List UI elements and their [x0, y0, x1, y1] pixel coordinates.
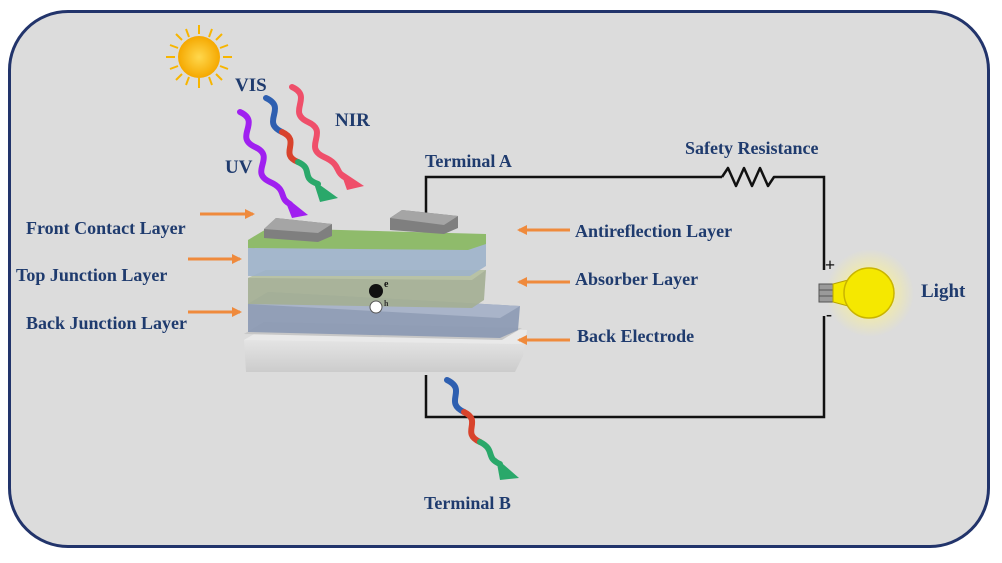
- vis-wave-icon: [263, 95, 338, 202]
- minus-sign: -: [826, 304, 832, 324]
- absorber-layer-label: Absorber Layer: [575, 269, 699, 289]
- terminal-a-label: Terminal A: [425, 151, 512, 171]
- hole-label: h: [384, 299, 389, 308]
- pointer-arrows-right: [517, 225, 570, 345]
- back-junction-layer-label: Back Junction Layer: [26, 313, 188, 333]
- uv-label: UV: [225, 157, 253, 178]
- circuit-wires: [424, 175, 826, 419]
- solar-cell-stack: e h: [244, 210, 527, 372]
- emitted-wave-icon: [444, 377, 519, 480]
- terminal-b-label: Terminal B: [424, 493, 511, 513]
- light-label: Light: [921, 281, 966, 302]
- top-junction-layer-label: Top Junction Layer: [16, 265, 168, 285]
- antireflection-layer-label: Antireflection Layer: [575, 221, 733, 241]
- sun-icon: [166, 25, 232, 88]
- nir-label: NIR: [335, 110, 370, 131]
- front-contact-bar-right: [390, 210, 458, 234]
- plus-sign: +: [825, 255, 835, 275]
- front-contact-layer-label: Front Contact Layer: [26, 218, 186, 238]
- safety-resistance-label: Safety Resistance: [685, 138, 819, 158]
- diagram-frame: [8, 10, 990, 548]
- hole-dot: [369, 300, 383, 314]
- uv-wave-icon: [237, 109, 308, 218]
- electron-label: e: [384, 279, 389, 290]
- resistor-icon: [720, 166, 777, 188]
- back-electrode-label: Back Electrode: [577, 326, 695, 346]
- light-bulb-icon: [818, 249, 914, 337]
- pointer-arrows-left: [188, 209, 255, 317]
- vis-label: VIS: [235, 75, 267, 96]
- front-contact-bar-left: [264, 218, 332, 242]
- nir-wave-icon: [289, 84, 364, 190]
- electron-dot: [369, 284, 383, 298]
